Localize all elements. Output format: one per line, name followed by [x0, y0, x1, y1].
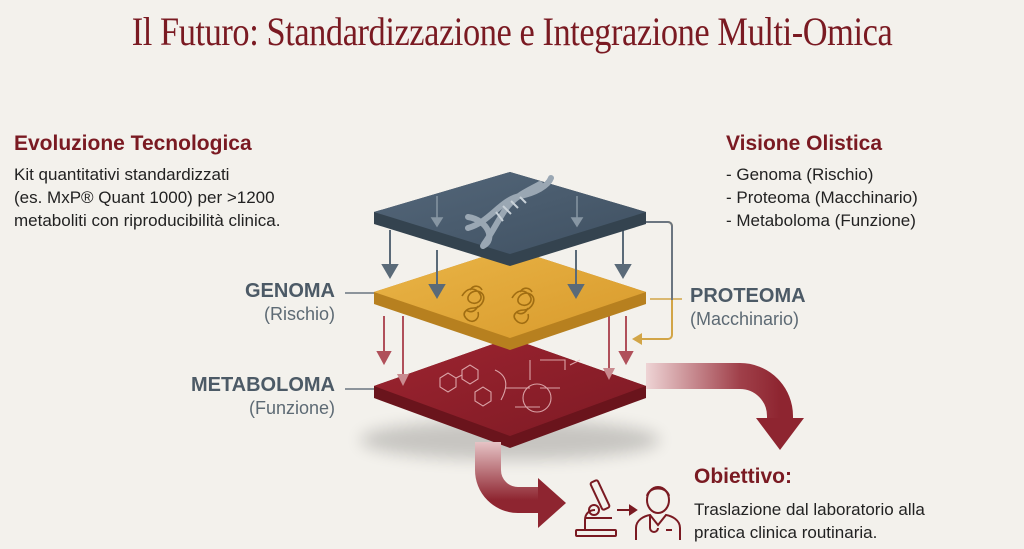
arrow-right-icon: [617, 504, 638, 516]
proteome-label: PROTEOMA (Macchinario): [690, 284, 806, 330]
genome-layer: [374, 172, 646, 266]
holistic-item-proteome: - Proteoma (Macchinario): [726, 188, 918, 207]
technology-line: Kit quantitativi standardizzati: [14, 165, 230, 184]
genome-label-role: (Rischio): [263, 304, 335, 324]
holistic-item-metabolome: - Metaboloma (Funzione): [726, 211, 916, 230]
metabolome-label-role: (Funzione): [248, 398, 335, 418]
proteome-layer: [374, 248, 646, 350]
metabolome-layer: [374, 338, 646, 448]
technology-heading: Evoluzione Tecnologica: [14, 132, 252, 155]
genome-label-name: GENOMA: [245, 280, 335, 302]
page-title: Il Futuro: Standardizzazione e Integrazi…: [131, 9, 893, 54]
genome-to-proteome-arrows: [381, 230, 632, 299]
goal-curved-arrow: [646, 363, 793, 420]
technology-description: Kit quantitativi standardizzati (es. MxP…: [14, 163, 280, 232]
holistic-heading: Visione Olistica: [726, 132, 883, 155]
feedback-arrowhead: [632, 333, 642, 345]
microscope-icon: [575, 479, 617, 537]
technology-line: (es. MxP® Quant 1000) per >1200: [14, 188, 275, 207]
genome-label: GENOMA (Rischio): [245, 279, 335, 325]
holistic-list: - Genoma (Rischio) - Proteoma (Macchinar…: [726, 163, 918, 232]
goal-heading: Obiettivo:: [694, 465, 792, 488]
genome-surface-arrows: [430, 196, 584, 228]
holistic-item-genome: - Genoma (Rischio): [726, 165, 874, 184]
goal-description: Traslazione dal laboratorio alla pratica…: [694, 498, 925, 544]
clinic-curved-arrow: [475, 442, 540, 513]
feedback-connector: [638, 221, 673, 340]
metabolic-network-icon: [439, 359, 581, 413]
metabolome-label: METABOLOMA (Funzione): [191, 373, 335, 419]
proteome-label-role: (Macchinario): [690, 309, 800, 329]
dna-icon: [465, 175, 554, 249]
metabolome-label-name: METABOLOMA: [190, 374, 335, 396]
dna-rungs: [495, 196, 527, 222]
goal-line: pratica clinica routinaria.: [694, 523, 878, 542]
proteome-to-metabolome-arrows: [376, 316, 634, 386]
goal-line: Traslazione dal laboratorio alla: [694, 500, 925, 519]
technology-line: metaboliti con riproducibilità clinica.: [14, 211, 281, 230]
protein-icon: [461, 285, 535, 325]
doctor-icon: [635, 486, 681, 540]
proteome-label-name: PROTEOMA: [690, 285, 806, 307]
